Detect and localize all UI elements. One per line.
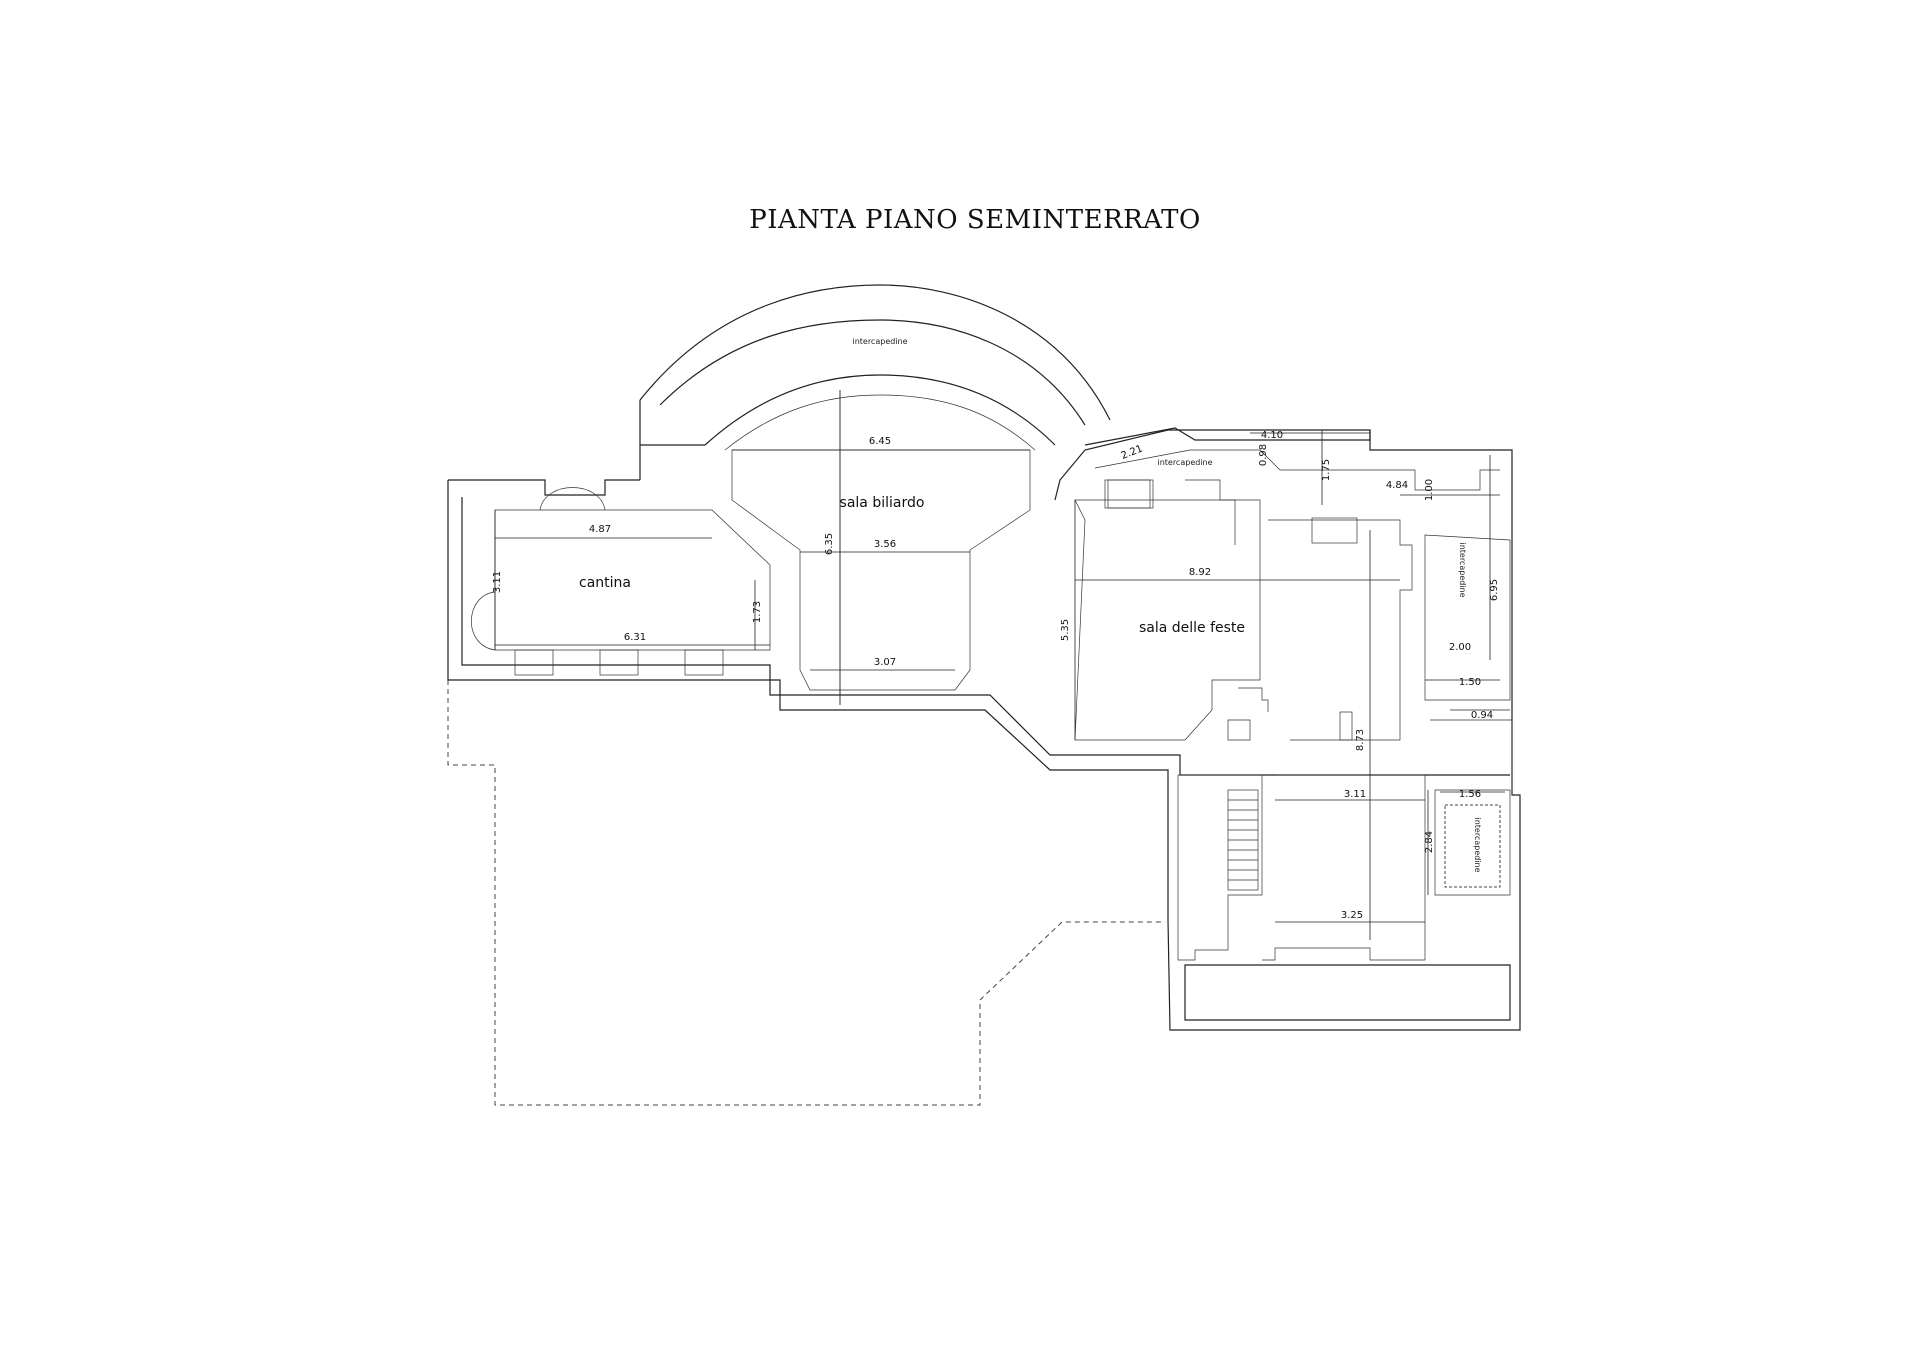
arc-inner-wall [659,319,1086,426]
feste-right-wall [1268,519,1413,741]
intercapedine-top-label: intercapedine [852,337,907,346]
cantina-room [494,509,771,651]
outer-wall [447,429,1521,1031]
dim-right-c: 1.50 [1459,677,1481,688]
sala-biliardo-label: sala biliardo [840,495,925,511]
feste-niche-2 [1311,517,1358,544]
dim-cantina-height: 3.11 [492,571,503,593]
arc-outer-wall [639,284,1111,421]
dim-cantina-right: 1.73 [752,601,763,623]
intercapedine-mid-label: intercapedine [1157,458,1212,467]
dim-top-right-d: 4.84 [1386,480,1408,491]
dim-feste-width: 8.92 [1189,567,1211,578]
cantina-top-bay [539,487,606,511]
dim-biliardo-top: 6.45 [869,436,891,447]
dim-lower-a: 3.11 [1344,789,1366,800]
dim-biliardo-height: 6.35 [824,533,835,555]
feste-column [1339,711,1353,741]
dim-right-d: 0.94 [1471,710,1493,721]
dim-right-a: 6.95 [1489,579,1500,601]
sala-feste-label: sala delle feste [1139,620,1245,636]
dim-biliardo-bottom: 3.07 [874,657,896,668]
cantina-label: cantina [579,575,631,591]
cantina-window-2 [599,649,639,676]
arc-lower-wall [704,374,1056,446]
dim-top-right-c: 1.75 [1321,459,1332,481]
sala-feste-room [1074,499,1261,741]
dim-lower-c: 3.25 [1341,910,1363,921]
arc-inner-line [724,394,1036,451]
lower-intercapedine-box [1434,789,1511,896]
dim-lower-b: 2.84 [1424,831,1435,853]
lower-room [1262,774,1426,961]
dim-right-e: 1.56 [1459,789,1481,800]
cantina-bay [471,591,496,651]
plan-title: PIANTA PIANO SEMINTERRATO [749,205,1201,235]
right-intercapedine [1424,534,1511,701]
dim-biliardo-mid: 3.56 [874,539,896,550]
wedge-block [1107,479,1154,509]
dim-top-right-b: 0.98 [1258,444,1269,466]
wedge-inner [1094,449,1500,491]
wedge-corridor [1084,427,1371,446]
dim-top-right-a: 4.10 [1261,430,1283,441]
bottom-ledge [1184,964,1511,1021]
dim-feste-long: 8.73 [1355,729,1366,751]
dim-feste-height: 5.35 [1060,619,1071,641]
cantina-window-1 [514,649,554,676]
cantina-window-3 [684,649,724,676]
intercapedine-right-label: intercapedine [1458,542,1467,597]
sala-biliardo-room [731,449,1031,691]
dim-right-b: 2.00 [1449,642,1471,653]
dim-cantina-bottom: 6.31 [624,632,646,643]
wedge-step [1185,479,1236,545]
intercapedine-small-label: intercapedine [1473,817,1482,872]
right-corridor [1430,719,1513,795]
feste-niche-1 [1104,479,1151,509]
dimension-lines [494,390,1510,940]
dim-cantina-top: 4.87 [589,524,611,535]
dim-top-right-e: 1.00 [1424,479,1435,501]
terrace-outline [447,680,1165,1106]
inner-wall-1 [461,497,1510,776]
small-intercapedine [1444,804,1501,888]
stair-room [1177,774,1263,961]
feste-stair-block [1227,687,1269,741]
stair-treads [1228,799,1258,881]
